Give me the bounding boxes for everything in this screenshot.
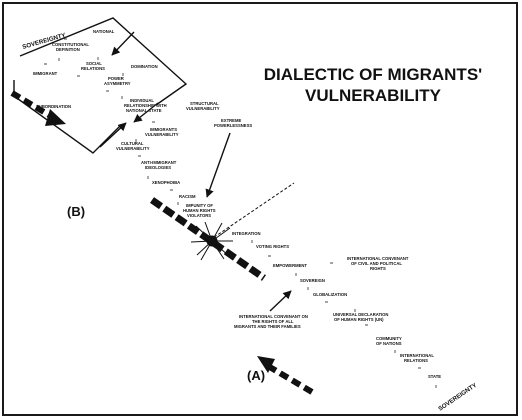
node-icm-3: MIGRANTS AND THEIR FAMILIES <box>234 324 301 329</box>
node-impunity-3: VIOLATORS <box>187 213 211 218</box>
node-immigrants-vul-2: VULNERABILITY <box>145 132 179 137</box>
node-impunity-1: IMPUNITY OF <box>186 203 213 208</box>
node-intl-relations-2: RELATIONS <box>404 358 428 363</box>
loop-arrow-bottom <box>99 122 127 148</box>
node-state: STATE <box>428 374 441 379</box>
node-immigrants-vul-1: IMMIGRANTS <box>150 127 177 132</box>
upper-connector-ticks <box>44 38 179 205</box>
node-integration: INTEGRATION <box>232 231 261 236</box>
part-label-b: (B) <box>67 204 85 219</box>
node-subordination: SUBORDINATION <box>36 104 71 109</box>
node-xenophobia: XENOPHOBIA <box>152 180 180 185</box>
node-social-2: RELATIONS <box>81 66 105 71</box>
powerlessness-arrow <box>205 132 231 198</box>
node-structural-2: VULNERABILITY <box>186 106 220 111</box>
node-social-1: SOCIAL <box>86 61 102 66</box>
node-anti-1: ANTI-IMMIGRANT <box>141 160 177 165</box>
node-individual-2: RELATIONSHIP WITH <box>124 103 167 108</box>
node-anti-2: IDEOLOGIES <box>145 165 171 170</box>
upper-chain: SOVEREIGNTY NATIONAL CONSTITUTIONAL DEFI… <box>22 29 253 218</box>
convention-arrow <box>269 290 292 312</box>
node-domination: DOMINATION <box>131 64 158 69</box>
node-globalization: GLOBALIZATION <box>313 292 347 297</box>
node-impunity-2: HUMAN RIGHTS <box>183 208 216 213</box>
node-immigrant: IMMIGRANT <box>33 71 58 76</box>
node-constitutional-1: CONSTITUTIONAL <box>52 42 89 47</box>
node-icm-2: THE RIGHTS OF ALL <box>252 319 294 324</box>
node-power-1: POWER <box>108 76 124 81</box>
node-cultural-2: VULNERABILITY <box>116 146 150 151</box>
node-community-1: COMMUNITY <box>376 336 402 341</box>
node-sovereign: SOVEREIGN <box>300 278 325 283</box>
node-power-2: ASYMMETRY <box>104 81 131 86</box>
node-structural-1: STRUCTURAL <box>190 101 219 106</box>
node-constitutional-2: DEFINITION <box>56 47 80 52</box>
pressure-arrow-left <box>10 90 66 126</box>
node-extreme-2: POWERLESSNESS <box>214 123 252 128</box>
node-racism: RACISM <box>179 194 196 199</box>
node-individual-1: INDIVIDUAL <box>130 98 154 103</box>
part-label-a: (A) <box>247 368 265 383</box>
node-icm-1: INTERNATIONAL CONVENANT ON <box>239 314 308 319</box>
node-intl-relations-1: INTERNATIONAL <box>400 353 434 358</box>
loop-arrow-top <box>133 102 159 123</box>
title-line-2: VULNERABILITY <box>305 86 442 105</box>
node-iccpr-1: INTERNATIONAL CONVENANT <box>347 256 409 261</box>
node-cultural-1: CULTURAL <box>121 141 144 146</box>
node-individual-3: NATIONAL STATE <box>126 108 162 113</box>
node-iccpr-3: RIGHTS <box>370 266 386 271</box>
node-empowerment: EMPOWERMENT <box>273 263 307 268</box>
pressure-arrow-bottom <box>257 356 314 395</box>
title-line-1: DIALECTIC OF MIGRANTS' <box>264 65 482 84</box>
node-community-2: OF NATIONS <box>376 341 402 346</box>
node-national: NATIONAL <box>93 29 115 34</box>
figure-frame <box>2 2 518 416</box>
node-voting-rights: VOTING RIGHTS <box>256 244 289 249</box>
node-udhr-2: OF HUMAN RIGHTS (UN) <box>334 317 384 322</box>
node-sovereignty-bottom: SOVEREIGNTY <box>437 381 479 412</box>
collision-starburst <box>190 221 233 261</box>
node-iccpr-2: OF CIVIL AND POLITICAL <box>351 261 402 266</box>
lower-connector-ticks <box>251 240 437 388</box>
lower-chain: INTEGRATION VOTING RIGHTS EMPOWERMENT IN… <box>232 231 479 413</box>
node-udhr-1: UNIVERSAL DECLARATION <box>333 312 388 317</box>
node-extreme-1: EXTREME <box>221 118 241 123</box>
national-arrow <box>111 31 135 56</box>
